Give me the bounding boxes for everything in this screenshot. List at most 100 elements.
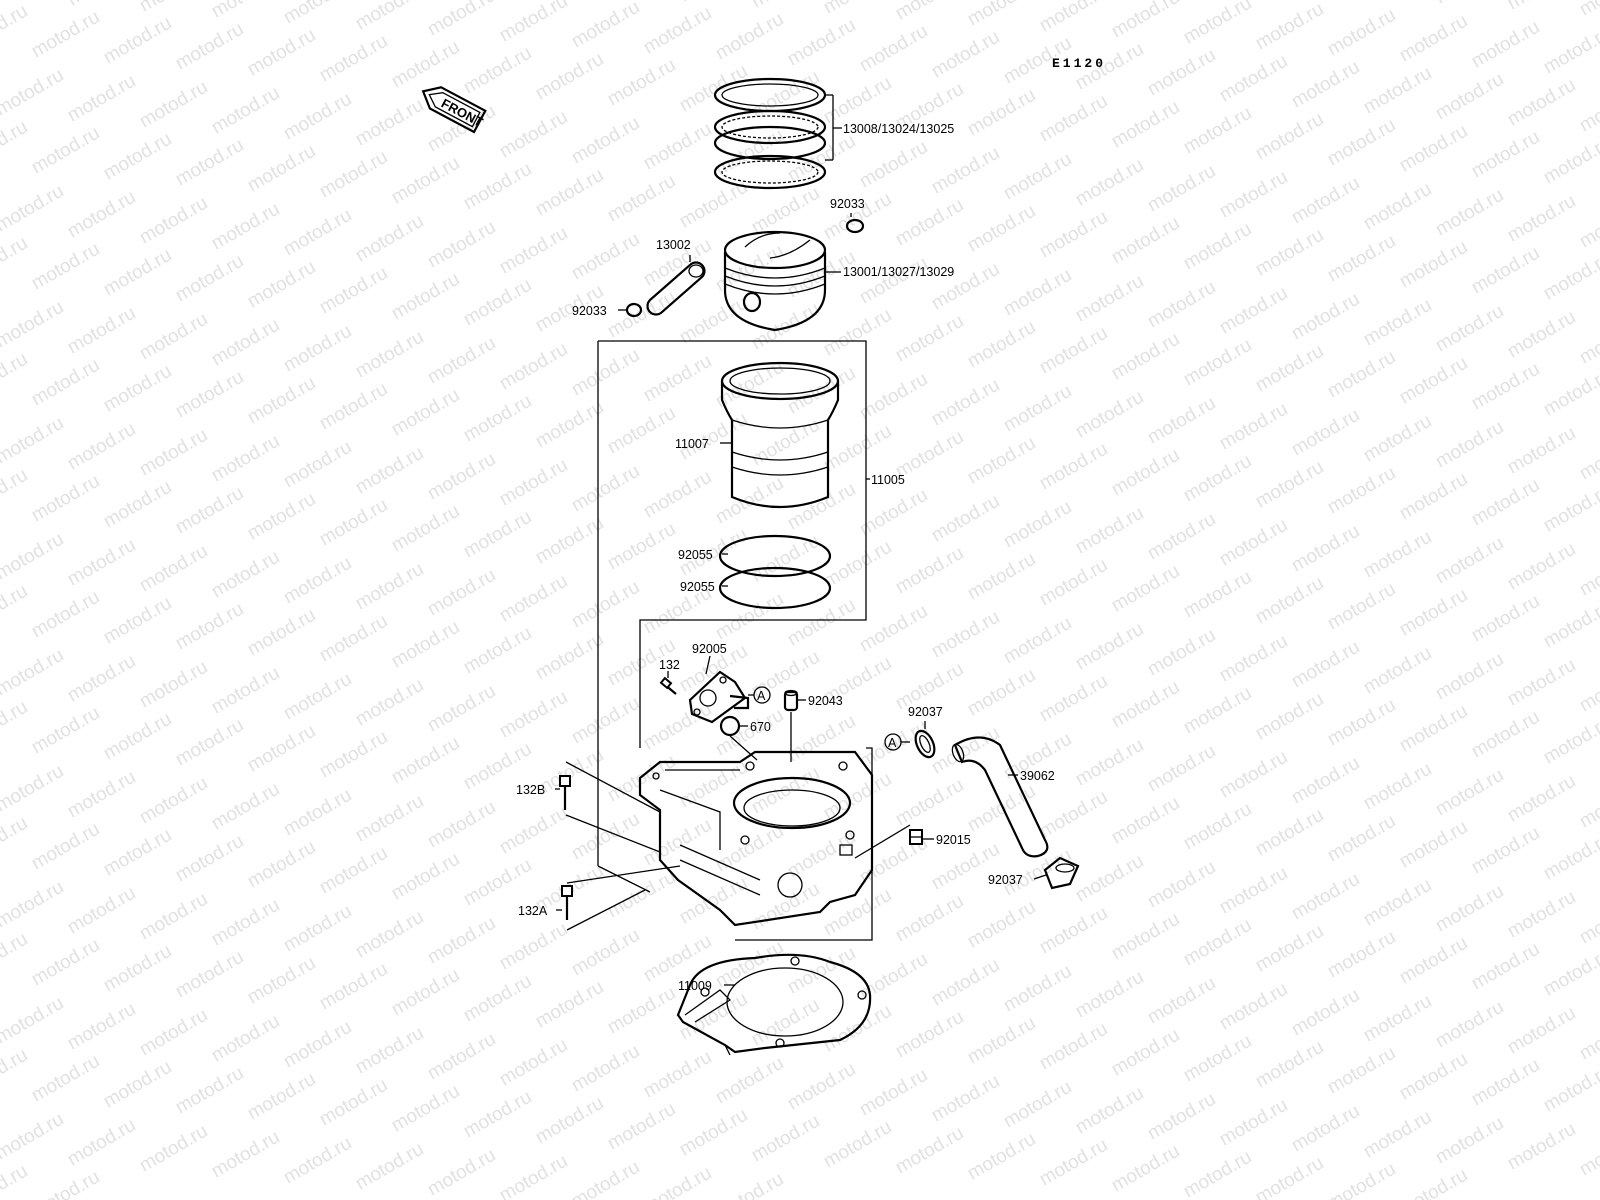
watermark-text: motod.ru — [568, 925, 643, 981]
watermark-text: motod.ru — [136, 309, 211, 365]
watermark-text: motod.ru — [172, 599, 247, 655]
watermark-text: motod.ru — [1108, 909, 1183, 965]
watermark-text: motod.ru — [1432, 765, 1507, 821]
watermark-text: motod.ru — [244, 257, 319, 313]
watermark-text: motod.ru — [28, 355, 103, 411]
watermark-text: motod.ru — [1288, 985, 1363, 1041]
watermark-text: motod.ru — [424, 913, 499, 969]
bolt-fitting — [659, 676, 677, 695]
watermark-text: motod.ru — [1288, 521, 1363, 577]
watermark-text: motod.ru — [1504, 539, 1579, 595]
watermark-text: motod.ru — [172, 19, 247, 75]
watermark-text: motod.ru — [1576, 313, 1600, 369]
watermark-text: motod.ru — [1360, 527, 1435, 583]
watermark-text: motod.ru — [892, 311, 967, 367]
watermark-text: motod.ru — [208, 83, 283, 139]
watermark-text: motod.ru — [280, 669, 355, 725]
callout-bolt-fitting: 132 — [659, 658, 680, 672]
watermark-text: motod.ru — [1324, 927, 1399, 983]
callout-fitting: 92005 — [692, 642, 727, 656]
watermark-text: motod.ru — [1468, 939, 1543, 995]
watermark-text: motod.ru — [1468, 127, 1543, 183]
watermark-text: motod.ru — [856, 253, 931, 309]
watermark-text: motod.ru — [604, 287, 679, 343]
watermark-text: motod.ru — [1072, 503, 1147, 559]
watermark-text: motod.ru — [1108, 97, 1183, 153]
watermark-text: motod.ru — [784, 595, 859, 651]
watermark-text: motod.ru — [424, 1029, 499, 1085]
watermark-text: motod.ru — [0, 697, 31, 753]
watermark-text: motod.ru — [964, 0, 1039, 30]
watermark-text: motod.ru — [1360, 411, 1435, 467]
watermark-text: motod.ru — [1360, 179, 1435, 235]
watermark-text: motod.ru — [928, 375, 1003, 431]
watermark-text: motod.ru — [1108, 1141, 1183, 1197]
watermark-text: motod.ru — [28, 1051, 103, 1107]
watermark-text: motod.ru — [136, 773, 211, 829]
watermark-text: motod.ru — [460, 623, 535, 679]
watermark-text: motod.ru — [424, 797, 499, 853]
watermark-text: motod.ru — [1396, 353, 1471, 409]
watermark-text: motod.ru — [1036, 439, 1111, 495]
watermark-text: motod.ru — [64, 767, 139, 823]
watermark-text: motod.ru — [1252, 109, 1327, 165]
watermark-text: motod.ru — [1036, 671, 1111, 727]
watermark-text: motod.ru — [1180, 219, 1255, 275]
watermark-text: motod.ru — [712, 589, 787, 645]
watermark-text: motod.ru — [676, 1105, 751, 1161]
watermark-text: motod.ru — [352, 675, 427, 731]
watermark-text: motod.ru — [208, 663, 283, 719]
watermark-text: motod.ru — [1252, 805, 1327, 861]
watermark-text: motod.ru — [1144, 973, 1219, 1029]
watermark-text: motod.ru — [1036, 1019, 1111, 1075]
watermark-text: motod.ru — [388, 269, 463, 325]
watermark-text: motod.ru — [964, 1013, 1039, 1069]
watermark-text: motod.ru — [856, 369, 931, 425]
watermark-text: motod.ru — [1252, 1037, 1327, 1093]
watermark-text: motod.ru — [1216, 283, 1291, 339]
watermark-text: motod.ru — [712, 9, 787, 65]
watermark-text: motod.ru — [928, 491, 1003, 547]
watermark-text: motod.ru — [856, 137, 931, 193]
watermark-text: motod.ru — [352, 791, 427, 847]
watermark-text: motod.ru — [964, 433, 1039, 489]
callout-hose: 39062 — [1020, 769, 1055, 783]
watermark-text: motod.ru — [712, 1169, 787, 1200]
watermark-text: motod.ru — [496, 339, 571, 395]
watermark-text: motod.ru — [0, 1045, 31, 1101]
watermark-text: motod.ru — [460, 855, 535, 911]
watermark-text: motod.ru — [1036, 787, 1111, 843]
watermark-text: motod.ru — [280, 1133, 355, 1189]
watermark-text: motod.ru — [820, 885, 895, 941]
watermark-text: motod.ru — [1432, 0, 1507, 8]
watermark-text: motod.ru — [28, 123, 103, 179]
watermark-text: motod.ru — [208, 0, 283, 22]
watermark-text: motod.ru — [892, 543, 967, 599]
callout-clamp-lower: 92037 — [988, 873, 1023, 887]
watermark-text: motod.ru — [1324, 579, 1399, 635]
watermark-text: motod.ru — [64, 651, 139, 707]
callout-bolt-b: 132B — [516, 783, 545, 797]
watermark-text: motod.ru — [1252, 341, 1327, 397]
watermark-text: motod.ru — [1432, 185, 1507, 241]
watermark-text: motod.ru — [820, 73, 895, 129]
watermark-text: motod.ru — [28, 7, 103, 63]
watermark-text: motod.ru — [28, 587, 103, 643]
watermark-text: motod.ru — [1108, 561, 1183, 617]
watermark-text: motod.ru — [892, 775, 967, 831]
watermark-text: motod.ru — [352, 559, 427, 615]
watermark-text: motod.ru — [1540, 945, 1600, 1001]
watermark-text: motod.ru — [1432, 417, 1507, 473]
watermark-text: motod.ru — [28, 703, 103, 759]
watermark-text: motod.ru — [1180, 915, 1255, 971]
callout-piston: 13001/13027/13029 — [843, 265, 954, 279]
watermark-text: motod.ru — [1036, 1135, 1111, 1191]
watermark-text: motod.ru — [532, 1093, 607, 1149]
watermark-text: motod.ru — [1468, 823, 1543, 879]
watermark-text: motod.ru — [820, 1117, 895, 1173]
watermark-text: motod.ru — [1180, 1147, 1255, 1200]
watermark-text: motod.ru — [820, 305, 895, 361]
watermark-text: motod.ru — [1324, 695, 1399, 751]
watermark-text: motod.ru — [316, 727, 391, 783]
cylinder-block — [638, 750, 874, 927]
